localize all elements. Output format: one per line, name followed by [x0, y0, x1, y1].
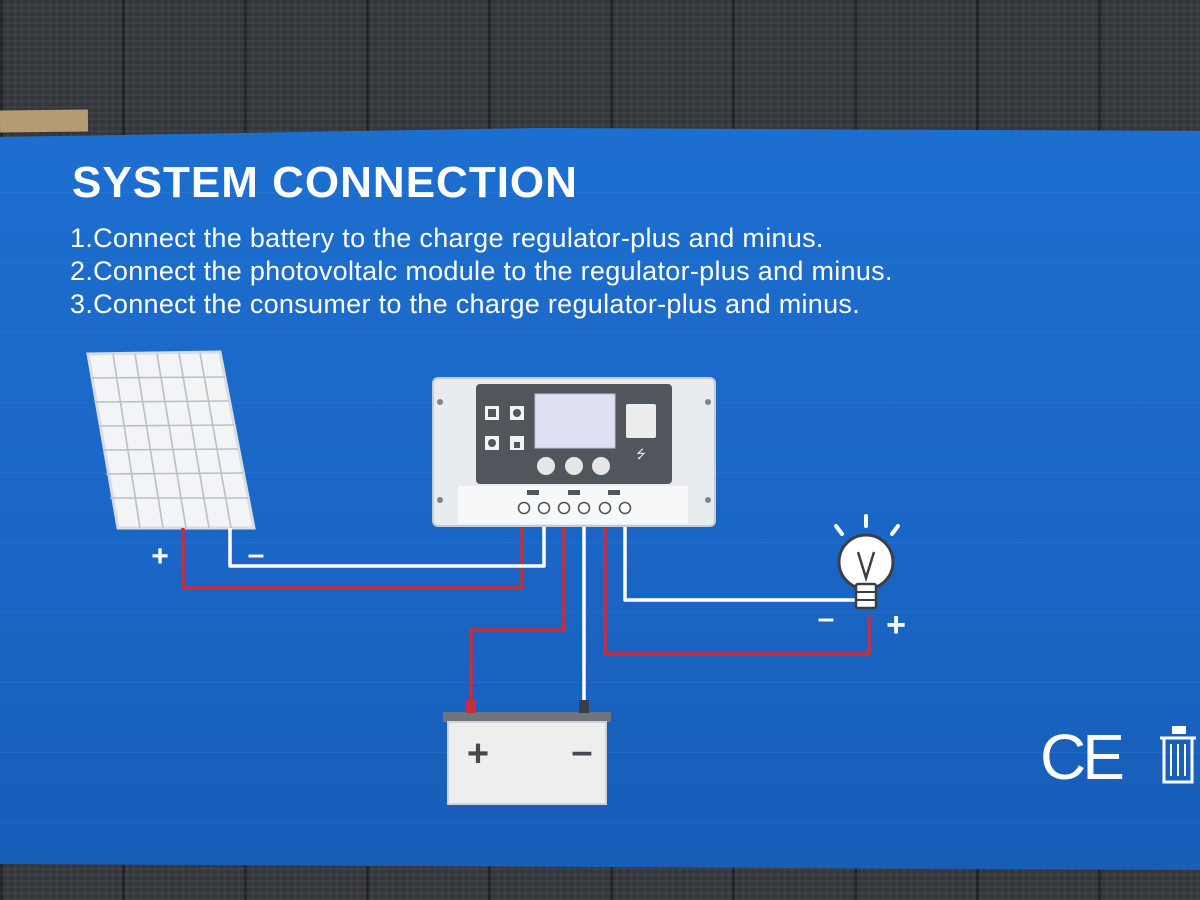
- light-bulb-icon: [834, 514, 900, 610]
- solar-panel-icon: [86, 350, 256, 530]
- weee-bin-icon: [1160, 726, 1196, 784]
- battery-icon: [443, 700, 611, 805]
- wire-panel-negative: [228, 520, 546, 568]
- cardboard-edge: [0, 109, 89, 133]
- instruction-step-1: 1.Connect the battery to the charge regu…: [70, 223, 824, 253]
- battery-plus-label: +: [467, 733, 489, 775]
- page-title: SYSTEM CONNECTION: [72, 158, 578, 207]
- wire-battery-positive: [469, 520, 566, 704]
- charge-controller-icon: ⭍: [432, 377, 716, 527]
- svg-text:⭍: ⭍: [636, 447, 646, 461]
- instruction-list: 1.Connect the battery to the charge regu…: [70, 222, 893, 321]
- instruction-step-3: 3.Connect the consumer to the charge reg…: [70, 289, 861, 319]
- lamp-plus-label: +: [886, 606, 906, 644]
- battery-minus-label: –: [571, 731, 592, 773]
- lamp-minus-label: –: [818, 602, 835, 635]
- wire-lamp-positive: [603, 520, 871, 656]
- panel-minus-label: –: [248, 538, 265, 571]
- wire-panel-positive: [181, 520, 524, 590]
- ce-mark: CE: [1040, 721, 1125, 793]
- panel-plus-label: +: [151, 540, 169, 573]
- wire-lamp-negative: [623, 520, 860, 602]
- box-panel: SYSTEM CONNECTION 1.Connect the battery …: [0, 127, 1200, 870]
- instruction-step-2: 2.Connect the photovoltalc module to the…: [70, 256, 893, 286]
- connection-diagram: ⭍: [86, 350, 906, 805]
